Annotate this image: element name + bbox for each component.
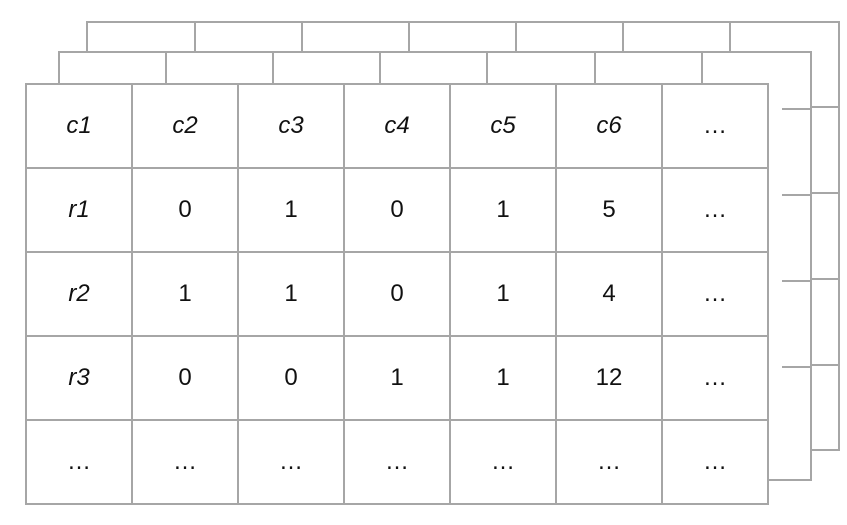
row-header: r3 (25, 335, 133, 421)
table-cell: … (555, 419, 663, 505)
table-cell: 1 (131, 251, 239, 337)
layer-middle-grid-lines (165, 53, 810, 368)
row-header: r2 (25, 251, 133, 337)
column-header: c6 (555, 83, 663, 169)
table-cell: 1 (237, 251, 345, 337)
table-cell: … (449, 419, 557, 505)
table-cell: … (661, 335, 769, 421)
table-row: r1 0 1 0 1 5 … (25, 167, 769, 253)
column-header: c3 (237, 83, 345, 169)
column-header: c5 (449, 83, 557, 169)
table-cell: 1 (449, 251, 557, 337)
data-table-front: c1 c2 c3 c4 c5 c6 … r1 0 1 0 1 5 … r2 1 … (25, 83, 769, 505)
table-cell: 12 (555, 335, 663, 421)
row-header-ellipsis: … (25, 419, 133, 505)
table-row-ellipsis: … … … … … … … (25, 419, 769, 505)
table-row: r3 0 0 1 1 12 … (25, 335, 769, 421)
table-cell: … (661, 167, 769, 253)
layer-back-grid-lines (194, 23, 838, 366)
table-cell: 0 (343, 251, 451, 337)
table-cell: 0 (237, 335, 345, 421)
table-row: r2 1 1 0 1 4 … (25, 251, 769, 337)
table-cell: … (661, 251, 769, 337)
column-header-ellipsis: … (661, 83, 769, 169)
table-cell: 1 (237, 167, 345, 253)
table-cell: … (661, 419, 769, 505)
table-cell: … (343, 419, 451, 505)
column-header: c1 (25, 83, 133, 169)
table-cell: 1 (343, 335, 451, 421)
table-cell: 1 (449, 167, 557, 253)
table-cell: 0 (343, 167, 451, 253)
column-header: c4 (343, 83, 451, 169)
table-cell: 0 (131, 167, 239, 253)
table-cell: 1 (449, 335, 557, 421)
table-cell: 5 (555, 167, 663, 253)
column-header: c2 (131, 83, 239, 169)
table-cell: 4 (555, 251, 663, 337)
table-cell: … (131, 419, 239, 505)
table-cell: 0 (131, 335, 239, 421)
row-header: r1 (25, 167, 133, 253)
table-header-row: c1 c2 c3 c4 c5 c6 … (25, 83, 769, 169)
table-cell: … (237, 419, 345, 505)
